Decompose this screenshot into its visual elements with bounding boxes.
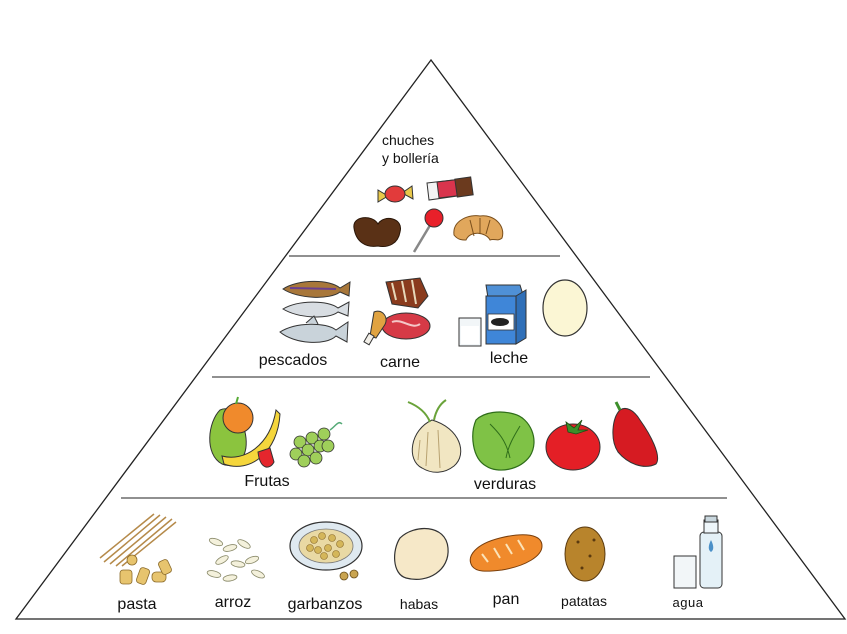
label-pasta: pasta [117,596,157,613]
chocolate-bar-icon [426,176,474,201]
label-habas: habas [399,596,439,612]
label-verduras: verduras [473,476,537,493]
label-pan: pan [492,591,520,608]
top-title-line-1: chuches [382,132,435,148]
label-leche: leche [489,350,529,367]
label-garbanzos: garbanzos [287,596,363,613]
pyramid-outline [14,58,847,620]
bread-icon [469,534,543,572]
potato-icon [564,526,606,582]
label-agua: agua [672,595,704,610]
pasta-icon [99,513,177,585]
label-arroz: arroz [214,594,252,611]
label-carne: carne [379,354,421,371]
fruits-icon [209,396,343,468]
top-title-line-2: y bollería [382,150,439,166]
egg-icon [542,279,588,337]
label-frutas: Frutas [244,473,290,490]
beans-icon [394,527,449,580]
water-icon [673,515,723,589]
lollipop-icon [412,208,444,253]
milk-icon [458,284,527,347]
fish-icon [279,280,351,343]
top-level-title: chuches y bollería [382,131,439,167]
vegetables-icon [407,399,658,473]
croissant-icon [453,215,504,241]
chocolate-cookie-icon [353,217,401,247]
rice-icon [206,537,265,582]
label-patatas: patatas [561,593,607,609]
meat-icon [363,277,431,346]
label-pescados: pescados [258,352,328,369]
chickpeas-icon [289,521,363,581]
candy-icon [377,185,414,203]
